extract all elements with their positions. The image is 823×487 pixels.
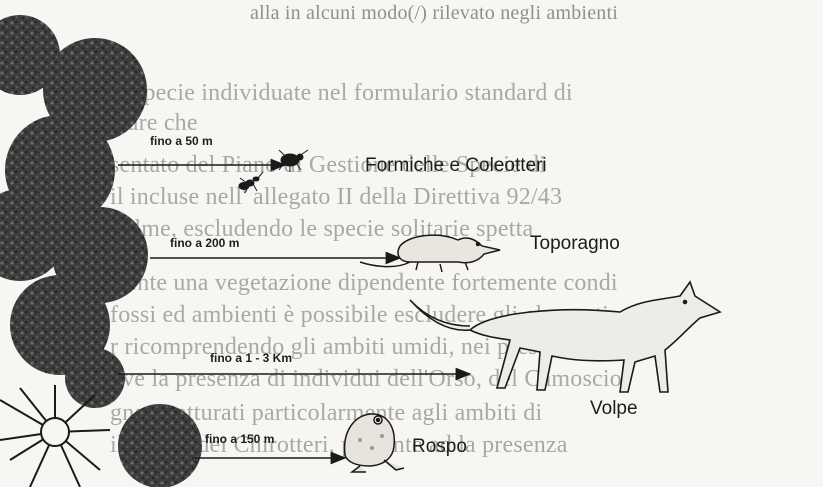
- distance-label-toad: fino a 150 m: [205, 432, 274, 446]
- toad-icon: [345, 414, 404, 472]
- ant-icon: [239, 172, 263, 193]
- animal-label-ants-beetles: Formiche e Coleotteri: [365, 155, 547, 177]
- beetle-icon: [279, 150, 308, 172]
- distance-label-shrew: fino a 200 m: [170, 236, 239, 250]
- distance-label-fox: fino a 1 - 3 Km: [210, 351, 292, 365]
- animal-label-fox: Volpe: [590, 398, 638, 420]
- animal-label-toad: Rospo: [412, 436, 467, 458]
- tree-canopy-icon: [0, 15, 202, 487]
- distance-label-ants: fino a 50 m: [150, 134, 213, 148]
- shrew-icon: [360, 235, 500, 272]
- animal-label-shrew: Toporagno: [530, 233, 620, 255]
- fox-icon: [410, 282, 720, 392]
